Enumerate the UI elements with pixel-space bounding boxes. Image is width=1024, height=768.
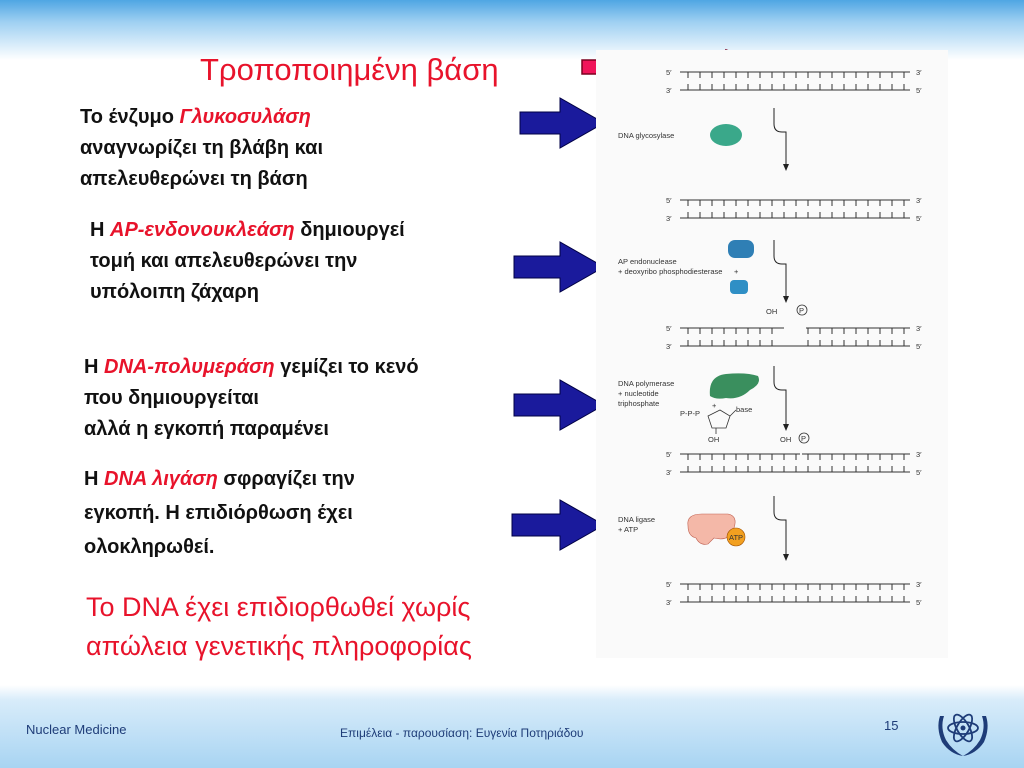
page-number: 15 [884,718,899,733]
conclusion-line: Το DNA έχει επιδιορθωθεί χωρίς [86,592,471,622]
blue-arrow [511,499,606,551]
strand-end-label: 3′ [666,214,672,223]
strand-end-label: 3′ [916,196,922,205]
process-arrow-icon [773,108,787,168]
arrow-head-icon [783,164,789,171]
conclusion: Το DNA έχει επιδιορθωθεί χωρίς απώλεια γ… [86,588,472,666]
step-line: απελευθερώνει τη βάση [80,168,308,190]
step-prefix: Η [90,219,110,241]
ap-endonuclease-icon [728,240,754,258]
strand-end-label: 3′ [666,468,672,477]
strand-end-label: 3′ [916,68,922,77]
strand-end-label: 5′ [666,580,672,589]
base-label: base [736,405,752,414]
phosphate-label: P [799,306,804,315]
blue-arrow [513,241,606,293]
phosphate-icon [798,432,810,444]
enzyme-name: Γλυκοσυλάση [179,106,311,128]
strand-end-label: 5′ [666,450,672,459]
step-prefix: Το ένζυμο [80,106,180,128]
iaea-logo-icon [938,713,988,756]
phosphodiesterase-icon [730,280,748,294]
step-ap-endonuclease: Η AP-ενδονουκλεάση δημιουργεί τομή και α… [90,215,405,308]
phosphate-label: P [801,434,806,443]
phosphate-icon [796,304,808,316]
conclusion-line: απώλεια γενετικής πληροφορίας [86,631,472,662]
strand-end-label: 5′ [666,324,672,333]
enzyme-name: DNA λιγάση [104,468,218,490]
step-dna-ligase: Η DNA λιγάση σφραγίζει την εγκοπή. Η επι… [84,462,355,564]
step-glycosylase: Το ένζυμο Γλυκοσυλάση αναγνωρίζει τη βλά… [80,102,323,195]
step-line: αναγνωρίζει τη βλάβη και [80,137,323,159]
phosphodiesterase-label: + deoxyribo phosphodiesterase [618,267,722,276]
ppp-label: P-P-P [680,409,700,418]
oh-label: OH [766,307,777,316]
strand-end-label: 5′ [916,86,922,95]
plus-sign: + [734,267,739,276]
slide-title: Τροποποιημένη βάση [200,52,499,87]
strand-end-label: 5′ [666,196,672,205]
step-line: εγκοπή. Η επιδιόρθωση έχει [84,502,353,524]
dna-repair-diagram: 5′ 3′ 3′ 5′ 5′ 3′ 3′ 5′ 5′ 3′ 3′ 5′ 5′ 3′ 3′ 5′ 5′ 3′ 3′ 5′… [618,68,922,607]
arrow-head-icon [783,424,789,431]
strand-end-label: 3′ [666,86,672,95]
atp-label: ATP [729,533,743,542]
strand-end-label: 3′ [916,580,922,589]
step-text: σφραγίζει την [217,468,355,490]
enzyme-name: DNA-πολυμεράση [104,356,275,378]
step-dna-polymerase: Η DNA-πολυμεράση γεμίζει το κενό που δημ… [84,352,419,445]
atp-icon [726,527,746,547]
process-arrow-icon [773,366,787,428]
footer-author: Επιμέλεια - παρουσίαση: Ευγενία Ποτηριάδ… [340,726,584,740]
enzyme-name: AP-ενδονουκλεάση [110,219,295,241]
nucleotide-icon [707,409,731,429]
strand-end-label: 5′ [916,214,922,223]
strand-end-label: 3′ [666,598,672,607]
glycosylase-label: DNA glycosylase [618,131,674,140]
oh-label: OH [780,435,791,444]
arrow-head-icon [783,296,789,303]
footer-left: Nuclear Medicine [26,722,127,737]
arrow-head-icon [783,554,789,561]
dna-repair-figure: 5′ 3′ 3′ 5′ 5′ 3′ 3′ 5′ 5′ 3′ 3′ 5′ 5′ 3′ 3′ 5′ 5′ 3′ 3′ 5′… [596,50,948,658]
step-line: που δημιουργείται [84,387,259,409]
process-arrow-icon [773,240,787,300]
strand-end-label: 5′ [666,68,672,77]
step-line: αλλά η εγκοπή παραμένει [84,418,329,440]
ligase-label: DNA ligase [618,515,655,524]
strand-end-label: 3′ [916,450,922,459]
triphosphate-label: triphosphate [618,399,659,408]
ap-endonuclease-label: AP endonuclease [618,257,677,266]
strand-end-label: 5′ [916,468,922,477]
step-text: γεμίζει το κενό [274,356,419,378]
polymerase-label: DNA polymerase [618,379,674,388]
step-line: ολοκληρωθεί. [84,536,215,558]
polymerase-enzyme-icon [709,373,759,399]
blue-arrow [513,379,606,431]
plus-sign: + [712,401,717,410]
process-arrow-icon [773,496,787,558]
strand-end-label: 5′ [916,598,922,607]
step-prefix: Η [84,356,104,378]
strand-end-label: 5′ [916,342,922,351]
atp-plus-label: + ATP [618,525,638,534]
strand-end-label: 3′ [916,324,922,333]
step-text: δημιουργεί [294,219,405,241]
nucleotide-label: + nucleotide [618,389,659,398]
oh-label: OH [708,435,719,444]
blue-arrow [519,97,606,149]
glycosylase-enzyme-icon [710,124,742,146]
strand-end-label: 3′ [666,342,672,351]
step-line: τομή και απελευθερώνει την [90,250,358,272]
step-prefix: Η [84,468,104,490]
step-line: υπόλοιπη ζάχαρη [90,281,259,303]
